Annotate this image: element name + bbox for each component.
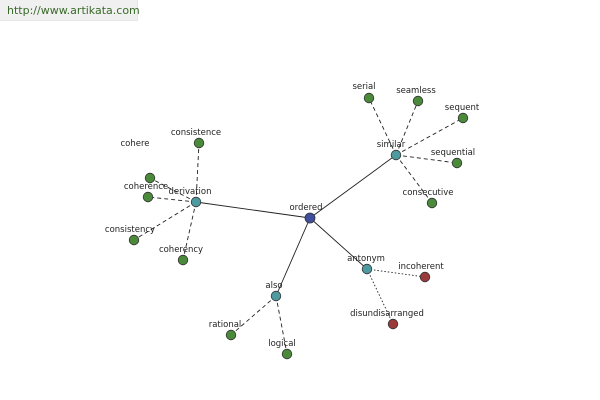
node-coherency[interactable]	[177, 254, 189, 266]
edge-coherence	[147, 196, 197, 203]
edge-serial	[368, 97, 397, 156]
edge-consistence	[195, 142, 200, 203]
label-consecutive: consecutive	[403, 188, 454, 198]
edge-sequent	[395, 117, 464, 156]
edge-derivation	[195, 201, 311, 219]
node-similar[interactable]	[390, 149, 402, 161]
label-similar: similar	[377, 140, 406, 150]
node-logical[interactable]	[281, 348, 293, 360]
node-sequential[interactable]	[451, 157, 463, 169]
node-rational[interactable]	[225, 329, 237, 341]
label-coherence: coherence	[124, 182, 168, 192]
node-disundisarranged[interactable]	[387, 318, 399, 330]
label-disundisarranged: disundisarranged	[350, 309, 424, 319]
label-incoherent: incoherent	[398, 262, 444, 272]
node-serial[interactable]	[363, 92, 375, 104]
label-logical: logical	[268, 339, 296, 349]
edge-rational	[230, 295, 277, 336]
label-consistence: consistence	[171, 128, 221, 138]
edge-consistency	[133, 201, 197, 241]
label-sequential: sequential	[431, 148, 475, 158]
label-consistency: consistency	[105, 225, 155, 235]
node-sequent[interactable]	[457, 112, 469, 124]
node-incoherent[interactable]	[419, 271, 431, 283]
edge-seamless	[395, 100, 419, 156]
edge-antonym	[309, 217, 368, 270]
label-also: also	[265, 281, 282, 291]
edge-consecutive	[395, 154, 433, 204]
site-url-link[interactable]: http://www.artikata.com	[7, 4, 140, 17]
node-ordered[interactable]	[304, 212, 316, 224]
edge-sequential	[395, 154, 458, 164]
graph-edges	[133, 97, 464, 355]
node-consistency[interactable]	[128, 234, 140, 246]
label-sequent: sequent	[445, 103, 480, 113]
label-derivation: derivation	[168, 187, 211, 197]
node-antonym[interactable]	[361, 263, 373, 275]
label-rational: rational	[209, 320, 242, 330]
edge-cohere	[149, 177, 197, 203]
node-seamless[interactable]	[412, 95, 424, 107]
label-antonym: antonym	[347, 254, 385, 264]
node-cohere[interactable]	[144, 172, 156, 184]
edge-incoherent	[366, 268, 426, 278]
label-ordered: ordered	[289, 203, 322, 213]
edge-also	[275, 217, 311, 297]
label-cohere: cohere	[120, 139, 149, 149]
label-serial: serial	[352, 82, 375, 92]
graph-nodes	[128, 92, 469, 360]
node-consecutive[interactable]	[426, 197, 438, 209]
edge-coherency	[182, 201, 197, 261]
node-derivation[interactable]	[190, 196, 202, 208]
edge-similar	[309, 154, 397, 219]
label-seamless: seamless	[396, 86, 436, 96]
node-coherence[interactable]	[142, 191, 154, 203]
edge-logical	[275, 295, 288, 355]
node-also[interactable]	[270, 290, 282, 302]
node-consistence[interactable]	[193, 137, 205, 149]
url-bar: http://www.artikata.com	[0, 0, 140, 21]
label-coherency: coherency	[159, 245, 203, 255]
graph-labels: cohere consistence coherence consistency coh…	[105, 82, 480, 349]
